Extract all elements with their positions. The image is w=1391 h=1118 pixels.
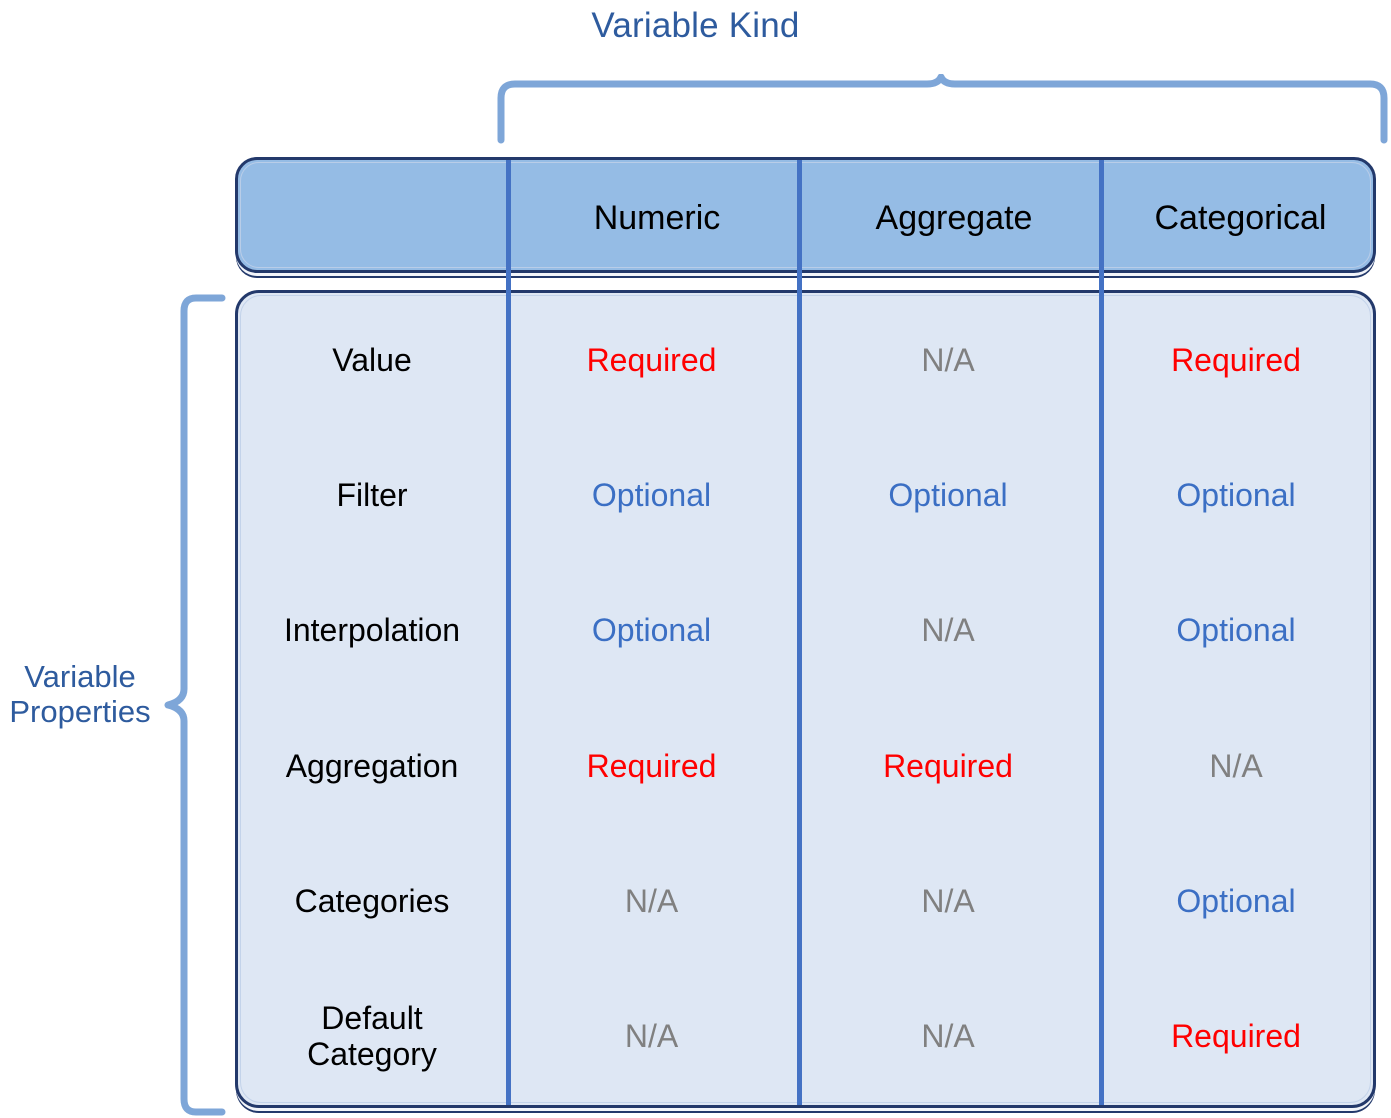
cell-default-category-aggregate: N/A bbox=[921, 1018, 975, 1055]
column-divider-2-body bbox=[797, 293, 802, 1105]
cell-value-aggregate: N/A bbox=[921, 341, 975, 378]
column-header-numeric: Numeric bbox=[593, 199, 721, 237]
column-divider-2-header bbox=[797, 160, 802, 270]
column-divider-3-header bbox=[1099, 160, 1104, 270]
variable-kind-label: Variable Kind bbox=[591, 6, 800, 45]
column-divider-1-gap bbox=[506, 270, 511, 293]
column-header-aggregate: Aggregate bbox=[875, 199, 1033, 237]
cell-interpolation-numeric: Optional bbox=[591, 612, 712, 649]
cell-default-category-numeric: N/A bbox=[624, 1018, 679, 1055]
cell-filter-numeric: Optional bbox=[591, 477, 712, 514]
column-divider-1-header bbox=[506, 160, 511, 270]
variable-properties-label: Variable Properties bbox=[9, 659, 151, 729]
column-divider-2-gap bbox=[797, 270, 802, 293]
variable-kind-header-band: Numeric Aggregate Categorical bbox=[235, 157, 1376, 273]
cell-filter-aggregate: Optional bbox=[888, 477, 1008, 514]
cell-categories-aggregate: N/A bbox=[921, 883, 975, 920]
cell-categories-numeric: N/A bbox=[624, 883, 679, 920]
row-label-value: Value bbox=[332, 341, 412, 378]
cell-filter-categorical: Optional bbox=[1176, 477, 1296, 514]
cell-aggregation-aggregate: Required bbox=[883, 747, 1013, 784]
variable-matrix-grid: Value Required N/A Required Filter Optio… bbox=[238, 293, 1373, 1105]
row-label-categories: Categories bbox=[294, 883, 450, 920]
column-header-categorical: Categorical bbox=[1154, 199, 1327, 237]
cell-categories-categorical: Optional bbox=[1176, 883, 1296, 920]
cell-aggregation-numeric: Required bbox=[586, 747, 717, 784]
variable-properties-body-band bbox=[235, 290, 1376, 1108]
column-divider-3-body bbox=[1099, 293, 1104, 1105]
cell-default-category-categorical: Required bbox=[1171, 1018, 1301, 1055]
cell-interpolation-categorical: Optional bbox=[1176, 612, 1296, 649]
cell-value-categorical: Required bbox=[1171, 341, 1301, 378]
cell-interpolation-aggregate: N/A bbox=[921, 612, 975, 649]
row-label-interpolation: Interpolation bbox=[283, 612, 461, 649]
row-label-default-category: Default Category bbox=[307, 1000, 437, 1073]
cell-aggregation-categorical: N/A bbox=[1209, 747, 1263, 784]
column-divider-3-gap bbox=[1099, 270, 1104, 293]
column-divider-1-body bbox=[506, 293, 511, 1105]
cell-value-numeric: Required bbox=[586, 341, 717, 378]
row-label-filter: Filter bbox=[336, 477, 408, 514]
top-brace-icon bbox=[497, 74, 1388, 144]
row-label-aggregation: Aggregation bbox=[285, 747, 459, 784]
left-brace-icon bbox=[164, 294, 226, 1116]
